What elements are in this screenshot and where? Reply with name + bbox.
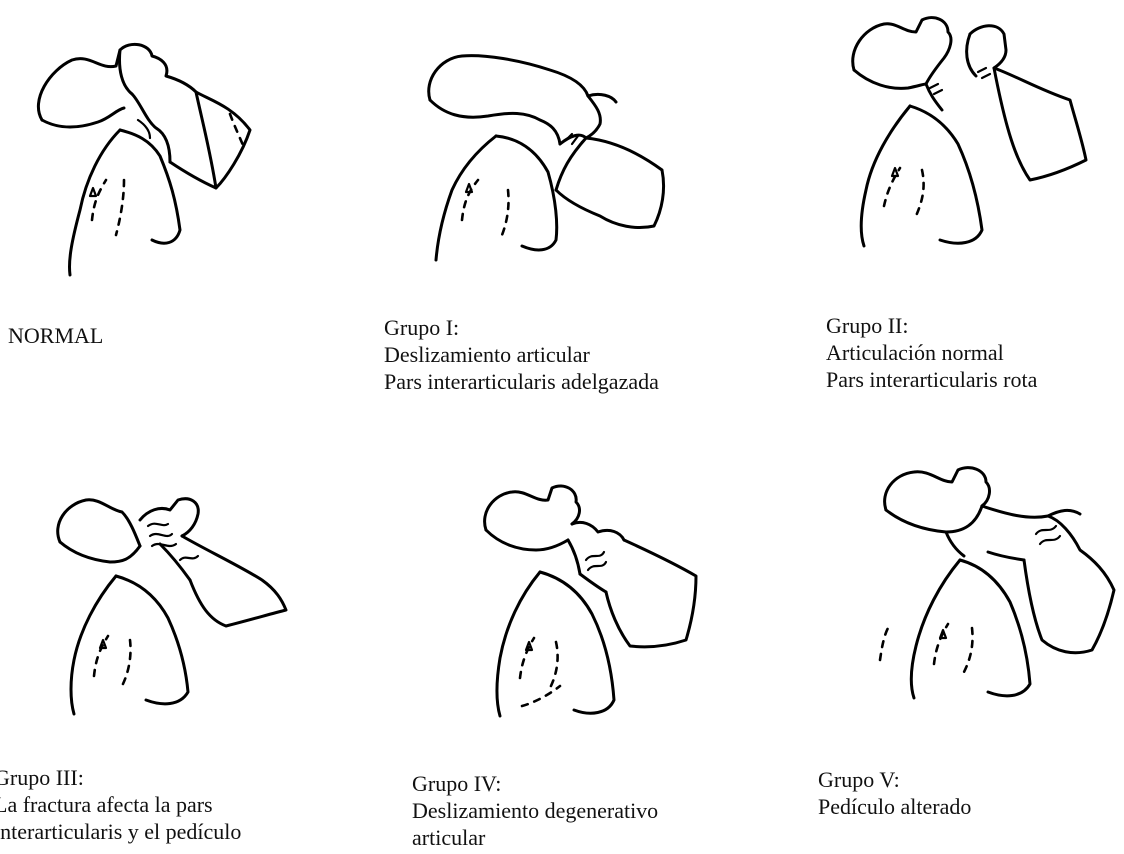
caption-grupo-1: Grupo I: Deslizamiento articular Pars in… xyxy=(384,314,659,395)
caption-line: interarticularis y el pedículo xyxy=(0,818,241,845)
panel-grupo-4: Grupo IV: Deslizamiento degenerativo art… xyxy=(460,480,730,740)
caption-line: La fractura afecta la pars xyxy=(0,791,241,818)
vertebra-normal-drawing xyxy=(20,30,280,290)
vertebra-grupo-4-drawing xyxy=(460,480,730,740)
caption-line: Pars interarticularis rota xyxy=(826,366,1037,393)
panel-grupo-5: Grupo V: Pedículo alterado xyxy=(860,460,1124,720)
caption-line: Deslizamiento degenerativo xyxy=(412,797,658,824)
caption-line: Grupo III: xyxy=(0,764,241,791)
caption-normal: NORMAL xyxy=(8,322,103,349)
caption-line: Pars interarticularis adelgazada xyxy=(384,368,659,395)
vertebra-grupo-5-drawing xyxy=(860,460,1124,720)
caption-grupo-2: Grupo II: Articulación normal Pars inter… xyxy=(826,312,1037,393)
caption-line: Grupo IV: xyxy=(412,770,658,797)
caption-line: Grupo I: xyxy=(384,314,659,341)
panel-grupo-1: Grupo I: Deslizamiento articular Pars in… xyxy=(400,40,680,290)
vertebra-grupo-3-drawing xyxy=(30,480,310,730)
caption-grupo-4: Grupo IV: Deslizamiento degenerativo art… xyxy=(412,770,658,851)
caption-grupo-5: Grupo V: Pedículo alterado xyxy=(818,766,971,820)
panel-grupo-3: Grupo III: La fractura afecta la pars in… xyxy=(30,480,310,730)
caption-line: NORMAL xyxy=(8,322,103,349)
caption-line: Articulación normal xyxy=(826,339,1037,366)
panel-grupo-2: Grupo II: Articulación normal Pars inter… xyxy=(830,10,1110,270)
caption-line: Deslizamiento articular xyxy=(384,341,659,368)
caption-line: Grupo II: xyxy=(826,312,1037,339)
caption-grupo-3: Grupo III: La fractura afecta la pars in… xyxy=(0,764,241,845)
vertebra-grupo-2-drawing xyxy=(830,10,1110,270)
vertebra-grupo-1-drawing xyxy=(400,40,680,290)
caption-line: Grupo V: xyxy=(818,766,971,793)
panel-normal: NORMAL xyxy=(20,30,280,290)
caption-line: articular xyxy=(412,824,658,851)
caption-line: Pedículo alterado xyxy=(818,793,971,820)
